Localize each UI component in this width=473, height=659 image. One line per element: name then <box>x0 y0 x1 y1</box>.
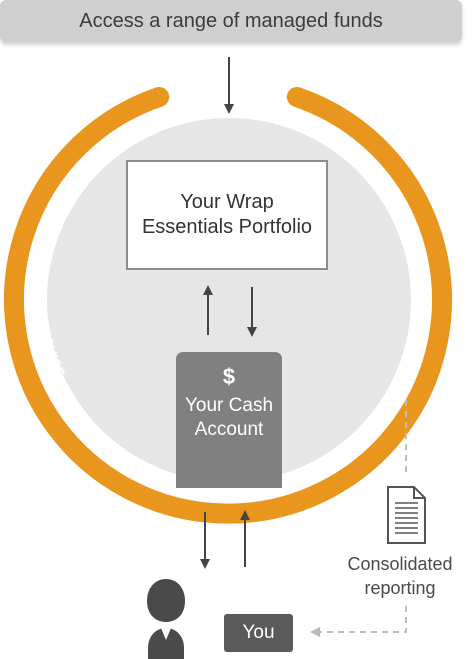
person-icon <box>147 579 185 659</box>
cash-account-box: $ Your Cash Account <box>176 352 282 488</box>
portfolio-label: Your Wrap Essentials Portfolio <box>141 191 313 238</box>
dollar-icon: $ <box>222 364 236 389</box>
portfolio-box: Your Wrap Essentials Portfolio <box>126 160 328 270</box>
reporting-label: Consolidated reporting <box>347 554 453 598</box>
managed-funds-banner: Access a range of managed funds <box>0 0 462 42</box>
cash-account-label: Your Cash Account <box>184 395 274 440</box>
document-icon <box>387 486 426 544</box>
you-label: You <box>242 622 275 643</box>
service-ring <box>4 87 452 524</box>
you-box: You <box>224 614 293 652</box>
reporting-dashed-line-lower <box>310 606 407 637</box>
managed-funds-text: Access a range of managed funds <box>79 9 383 32</box>
